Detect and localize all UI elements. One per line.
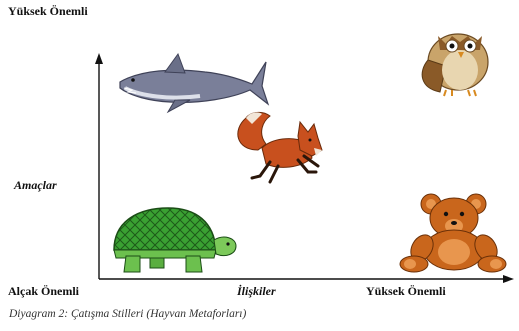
y-axis-arrow — [95, 53, 103, 64]
x-axis-arrow — [503, 275, 514, 283]
owl-icon — [422, 34, 488, 96]
turtle-icon — [114, 208, 236, 272]
shark-icon — [120, 54, 268, 112]
fox-icon — [238, 112, 322, 182]
teddy-bear-icon — [400, 194, 506, 272]
